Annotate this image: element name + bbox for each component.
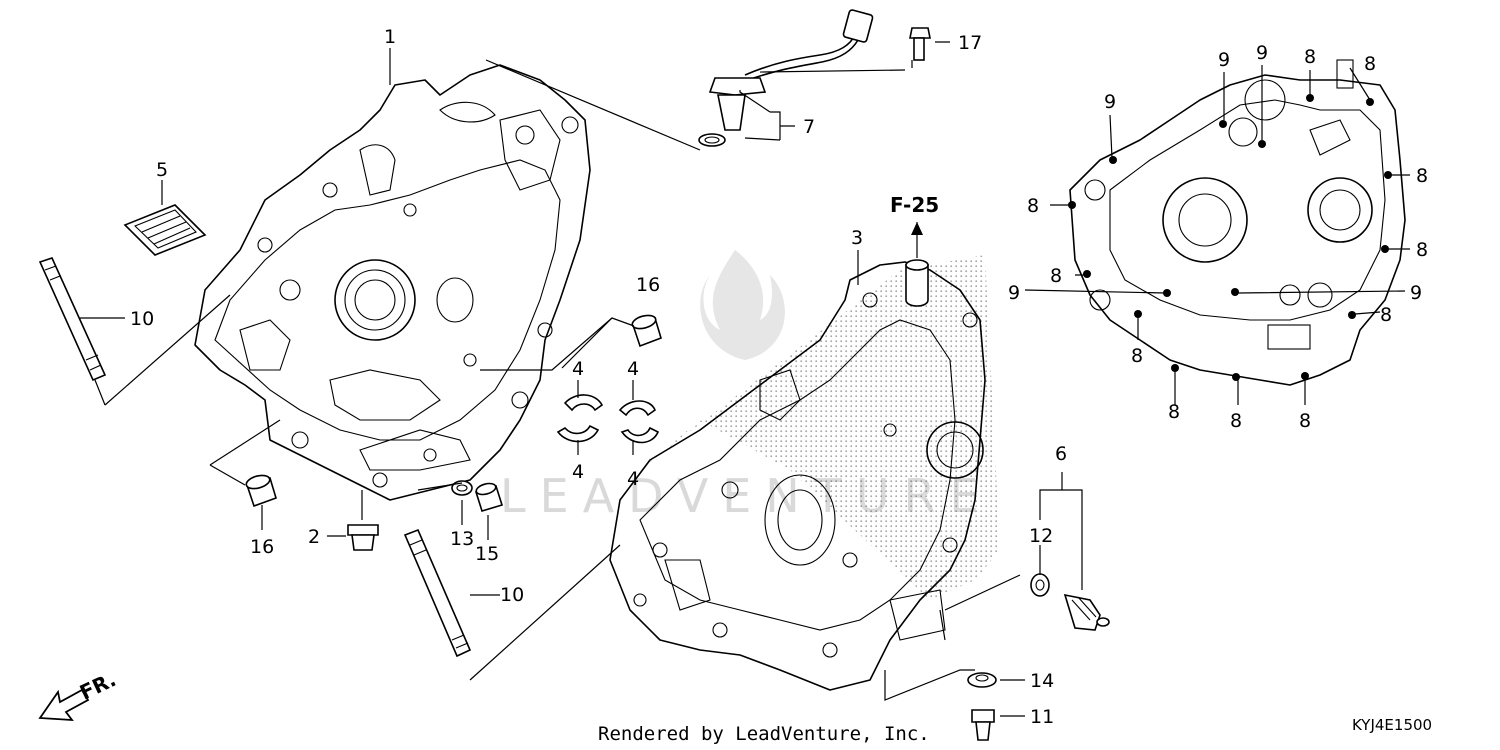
- callout-5: 5: [156, 159, 168, 181]
- dowel-pin-16a: [245, 474, 277, 508]
- callout-8: 8: [1168, 401, 1180, 423]
- callout-10b: 10: [500, 584, 524, 606]
- washer-14: [967, 672, 997, 688]
- crankcase-outline-view: [1068, 59, 1406, 386]
- front-direction-label: FR.: [76, 667, 120, 704]
- callout-8: 8: [1364, 53, 1376, 75]
- drain-bolt: [347, 524, 379, 551]
- callout-8: 8: [1299, 410, 1311, 432]
- bolt-callouts: 8 8 8 8 8 8 8 8 8 8 8 8 9 9 9 9 9 9: [1008, 42, 1428, 432]
- callout-8: 8: [1380, 304, 1392, 326]
- callout-10a: 10: [130, 308, 154, 330]
- callout-9: 9: [1104, 91, 1116, 113]
- callout-8: 8: [1131, 345, 1143, 367]
- callout-2: 2: [308, 526, 320, 548]
- o-ring-13: [451, 480, 473, 496]
- speed-sensor: [698, 9, 874, 147]
- callout-8: 8: [1416, 239, 1428, 261]
- collar-15: [474, 482, 504, 512]
- callout-13: 13: [450, 528, 474, 550]
- callout-9: 9: [1008, 282, 1020, 304]
- stud-bolt-center: [403, 528, 472, 658]
- stud-bolt-left: [38, 257, 107, 382]
- callout-6: 6: [1055, 443, 1067, 465]
- callout-11: 11: [1030, 706, 1054, 728]
- sealing-washer-12: [1030, 573, 1050, 597]
- callout-1: 1: [384, 26, 396, 48]
- diagram-code: KYJ4E1500: [1352, 716, 1432, 734]
- callout-8: 8: [1230, 410, 1242, 432]
- dowel-pin-16b: [631, 314, 662, 348]
- right-crankcase: [609, 259, 986, 691]
- callout-8: 8: [1050, 265, 1062, 287]
- bearing-shells: [556, 394, 660, 444]
- bolt-11: [971, 709, 995, 741]
- neutral-switch: [1063, 593, 1110, 631]
- callout-4c: 4: [627, 358, 639, 380]
- callout-9: 9: [1218, 49, 1230, 71]
- callout-7: 7: [803, 116, 815, 138]
- callouts: 1 2 3 4 4 4 4 5 6 7 10 10 11 12 13 14 15…: [130, 26, 1067, 728]
- callout-8: 8: [1416, 165, 1428, 187]
- callout-15: 15: [475, 543, 499, 565]
- callout-8: 8: [1304, 46, 1316, 68]
- callout-3: 3: [851, 227, 863, 249]
- front-direction-indicator: FR.: [38, 667, 120, 722]
- callout-4a: 4: [572, 358, 584, 380]
- callout-9: 9: [1410, 282, 1422, 304]
- callout-14: 14: [1030, 670, 1054, 692]
- left-crankcase: [194, 64, 591, 501]
- reference-marker: F-25: [890, 193, 939, 235]
- leader-lines: [80, 41, 1410, 717]
- callout-17: 17: [958, 32, 982, 54]
- footer-credit: Rendered by LeadVenture, Inc.: [598, 723, 930, 745]
- bolt-17: [909, 27, 931, 61]
- callout-16b: 16: [636, 274, 660, 296]
- callout-4d: 4: [627, 468, 639, 490]
- callout-12: 12: [1029, 525, 1053, 547]
- dotted-shading: [640, 255, 1000, 600]
- callout-4b: 4: [572, 461, 584, 483]
- bolt-holes: [1068, 94, 1392, 381]
- callout-16a: 16: [250, 536, 274, 558]
- callout-8: 8: [1027, 195, 1039, 217]
- callout-9: 9: [1256, 42, 1268, 64]
- reference-label: F-25: [890, 193, 939, 217]
- oil-screen: [123, 204, 207, 256]
